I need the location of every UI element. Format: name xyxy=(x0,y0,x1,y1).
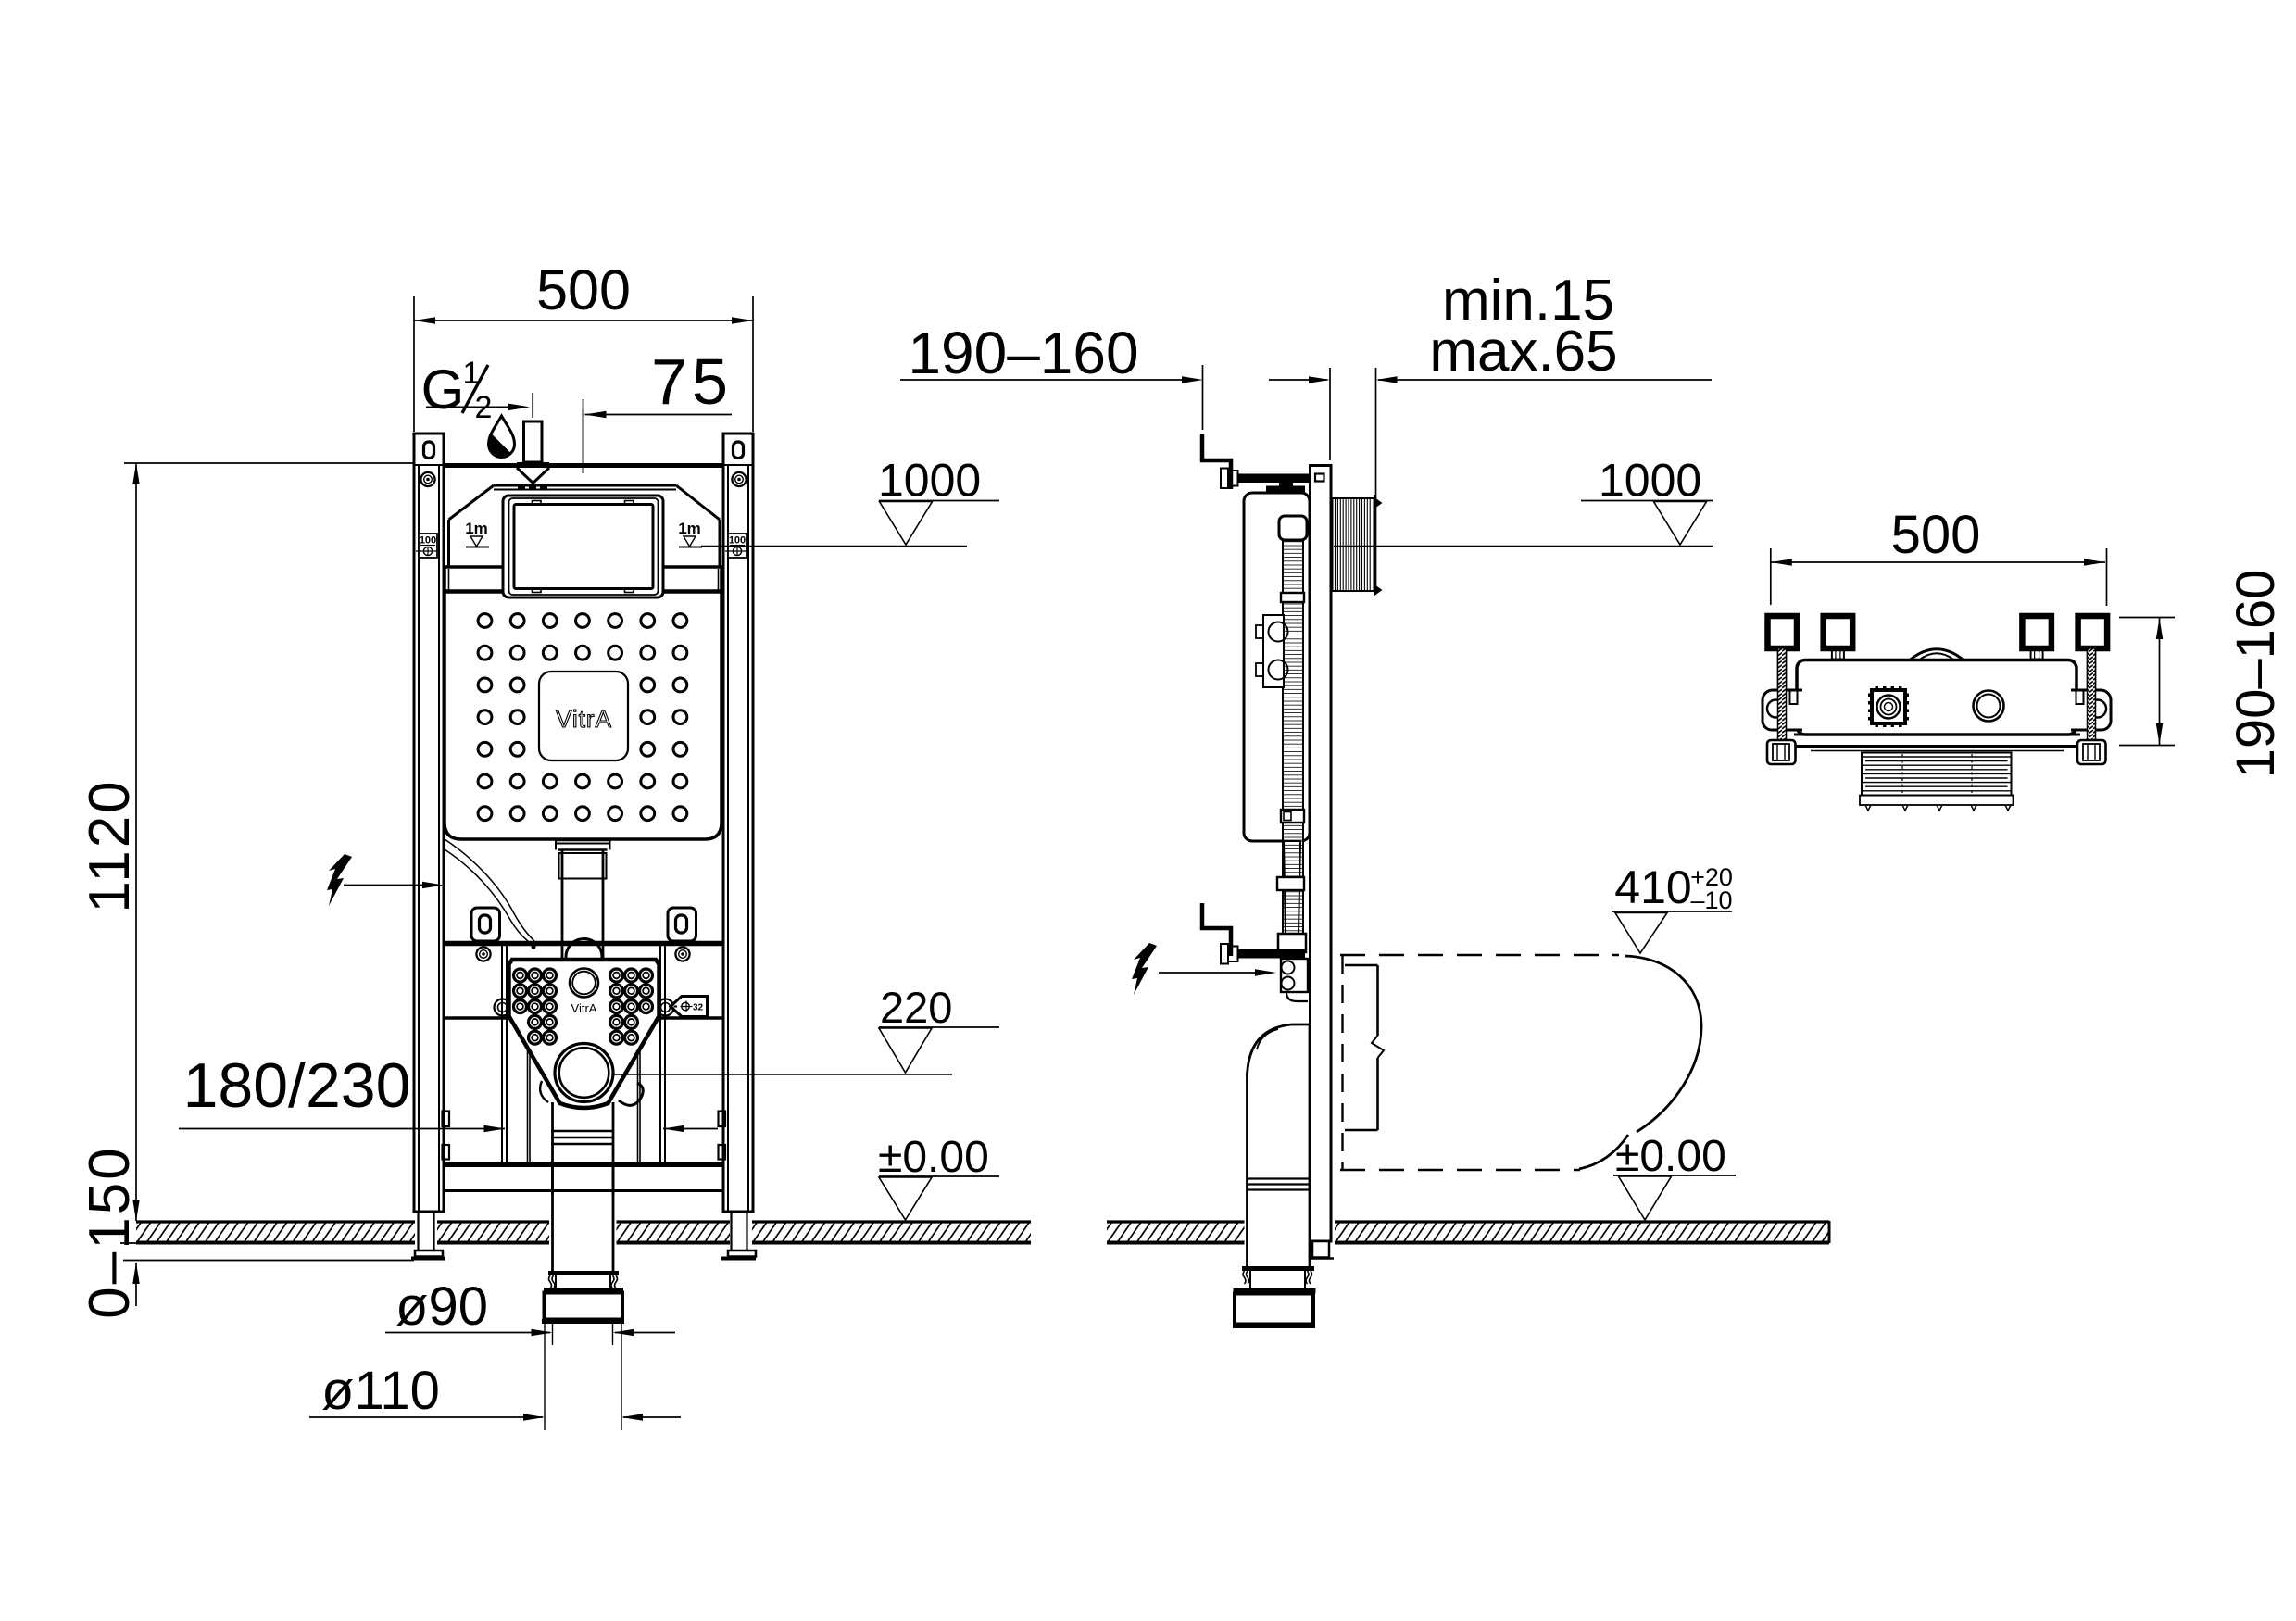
svg-text:1m: 1m xyxy=(678,520,701,537)
svg-text:190–160: 190–160 xyxy=(2226,570,2286,779)
svg-text:180/230: 180/230 xyxy=(183,1050,411,1121)
svg-text:max.65: max.65 xyxy=(1429,320,1617,383)
svg-text:100: 100 xyxy=(729,535,746,547)
svg-text:min.15: min.15 xyxy=(1442,269,1614,333)
svg-text:500: 500 xyxy=(1891,505,1981,565)
svg-text:1000: 1000 xyxy=(878,455,981,507)
svg-text:500: 500 xyxy=(536,258,631,321)
svg-text:32: 32 xyxy=(693,1003,704,1013)
svg-text:1m: 1m xyxy=(465,520,488,537)
svg-text:ø90: ø90 xyxy=(395,1276,488,1337)
svg-text:ø110: ø110 xyxy=(321,1361,440,1421)
svg-text:+20: +20 xyxy=(1690,863,1733,891)
svg-text:VitrA: VitrA xyxy=(571,1001,597,1015)
svg-text:0–150: 0–150 xyxy=(78,1145,142,1318)
svg-text:410: 410 xyxy=(1614,861,1691,913)
svg-text:75: 75 xyxy=(651,346,733,418)
svg-text:VitrA: VitrA xyxy=(556,705,612,733)
svg-text:1: 1 xyxy=(463,356,481,391)
svg-text:1000: 1000 xyxy=(1599,455,1701,507)
svg-text:–10: –10 xyxy=(1690,886,1732,914)
svg-text:100: 100 xyxy=(420,535,436,547)
svg-text:±0.00: ±0.00 xyxy=(1615,1132,1726,1181)
svg-text:220: 220 xyxy=(880,983,952,1032)
svg-text:1120: 1120 xyxy=(78,778,142,912)
svg-text:190–160: 190–160 xyxy=(908,320,1138,386)
svg-text:±0.00: ±0.00 xyxy=(878,1133,989,1182)
svg-text:G: G xyxy=(421,358,465,421)
